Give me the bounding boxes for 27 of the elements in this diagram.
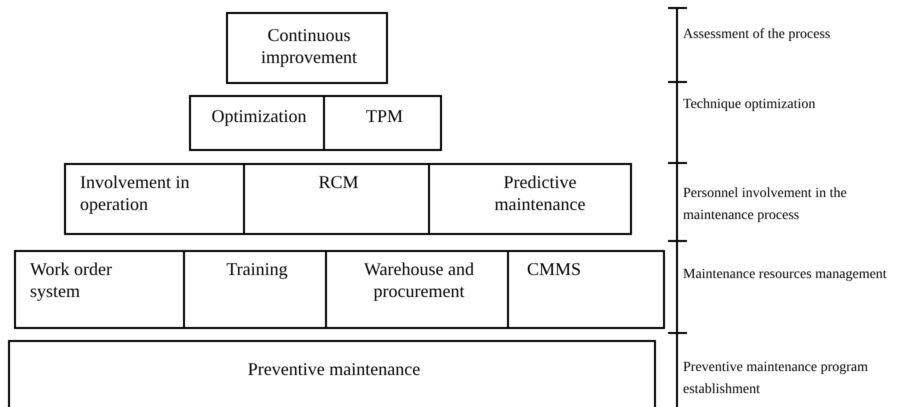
diagram-box <box>226 12 388 84</box>
box-label: Continuous improvement <box>260 24 358 68</box>
box-label: Warehouse and procurement <box>362 258 475 302</box>
diagram-box <box>8 340 656 407</box>
stage-label: Maintenance resources management <box>683 266 888 284</box>
box-label: Predictive maintenance <box>494 171 586 215</box>
diagram-box <box>189 95 325 151</box>
box-label: TPM <box>364 105 404 127</box>
diagram-box <box>14 250 185 329</box>
box-label: CMMS <box>527 258 582 280</box>
diagram-box <box>323 95 442 151</box>
box-label: Work order system <box>30 258 114 302</box>
box-label: Optimization <box>210 105 308 127</box>
stage-label: Preventive maintenance program establishment <box>683 359 870 399</box>
stage-label: Personnel involvement in the maintenance process <box>683 185 848 225</box>
diagram-box <box>243 163 430 235</box>
box-label: Preventive maintenance <box>246 358 422 380</box>
stage-label: Assessment of the process <box>683 26 832 44</box>
diagram-box <box>428 163 632 235</box>
diagram-box <box>507 250 665 329</box>
diagram-box <box>183 250 327 329</box>
box-label: Training <box>225 258 289 280</box>
diagram-box <box>64 163 245 235</box>
stage-label: Technique optimization <box>683 96 816 114</box>
diagram-box <box>325 250 509 329</box>
box-label: RCM <box>317 171 360 193</box>
box-label: Involvement in operation <box>80 171 190 215</box>
